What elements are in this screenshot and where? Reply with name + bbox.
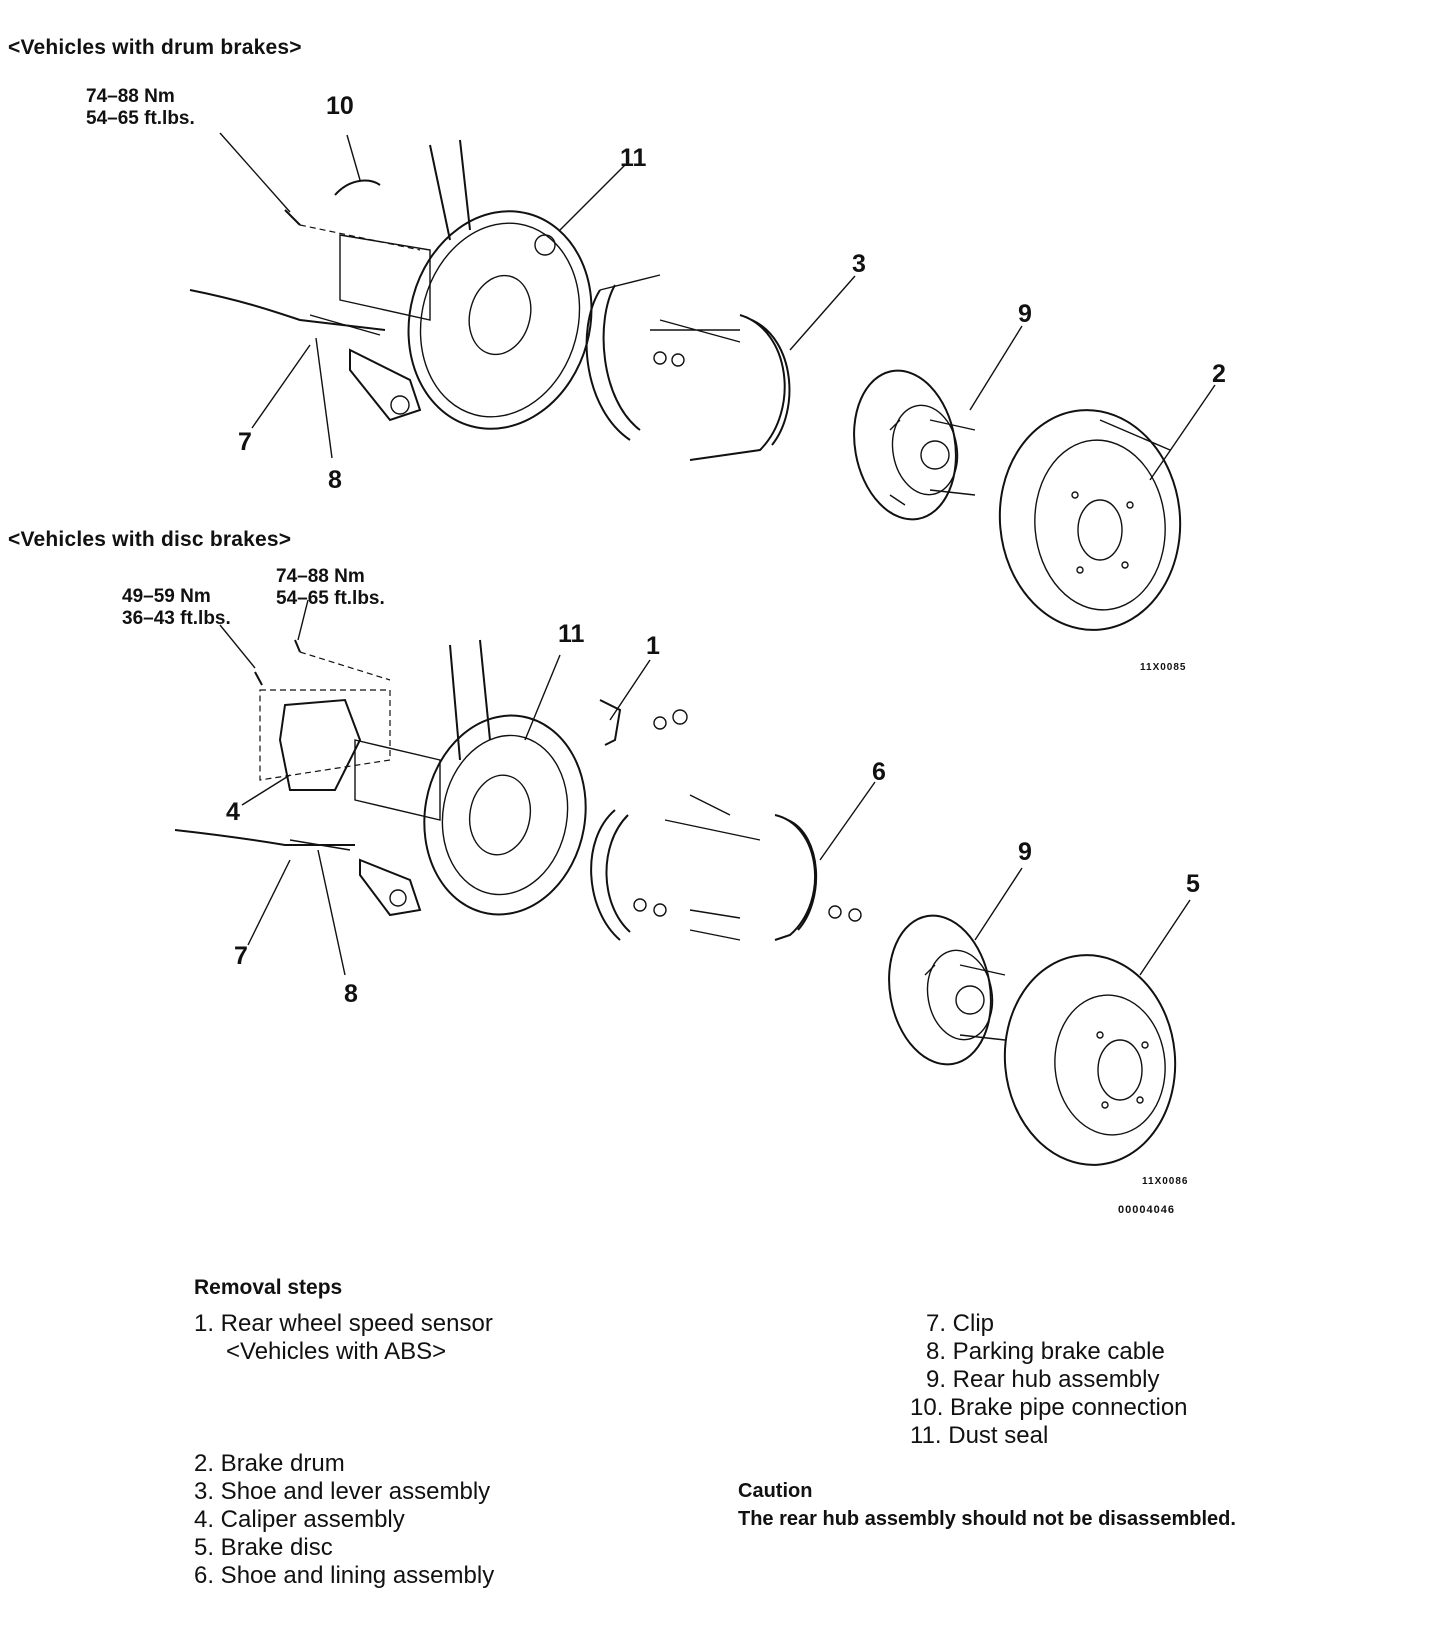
callout-disc-1: 1 [646,632,660,660]
disc-brake-drawing [174,599,1191,1166]
callout-drum-11: 11 [620,144,647,172]
callout-disc-4: 4 [226,798,240,826]
removal-step-5: 5. Brake disc [194,1534,333,1561]
callout-drum-8: 8 [328,466,342,494]
callout-disc-7: 7 [234,942,248,970]
removal-step-10: 10. Brake pipe connection [910,1394,1188,1421]
removal-step-1: 1. Rear wheel speed sensor [194,1310,493,1337]
torque-disc-caliper: 49–59 Nm 36–43 ft.lbs. [122,586,231,630]
removal-steps-title: Removal steps [194,1276,343,1299]
removal-step-11: 11. Dust seal [910,1422,1049,1449]
removal-steps-left: 1. Rear wheel speed sensor <Vehicles wit… [194,1310,494,1590]
torque-disc-hub: 74–88 Nm 54–65 ft.lbs. [276,566,385,610]
removal-step-1-note: <Vehicles with ABS> [226,1338,447,1365]
drum-brake-drawing [189,132,1216,631]
callout-disc-9: 9 [1018,838,1032,866]
removal-step-8: 8. Parking brake cable [926,1338,1165,1365]
torque-drum-hub: 74–88 Nm 54–65 ft.lbs. [86,86,195,130]
disc-brakes-header: <Vehicles with disc brakes> [8,528,292,551]
figure-code-sheet: 00004046 [1118,1204,1175,1216]
callout-disc-6: 6 [872,758,886,786]
removal-step-3: 3. Shoe and lever assembly [194,1478,491,1505]
torque-nm: 74–88 Nm [86,86,175,107]
caution-title: Caution [738,1480,813,1502]
callout-drum-10: 10 [326,92,354,120]
caution-text: The rear hub assembly should not be disa… [738,1508,1236,1530]
callout-disc-8: 8 [344,980,358,1008]
figure-code-disc: 11X0086 [1142,1176,1189,1187]
torque-nm: 74–88 Nm [276,566,365,587]
removal-step-9: 9. Rear hub assembly [926,1366,1160,1393]
torque-ftlbs: 36–43 ft.lbs. [122,608,231,629]
torque-ftlbs: 54–65 ft.lbs. [276,588,385,609]
drum-brakes-header: <Vehicles with drum brakes> [8,36,302,59]
callout-drum-9: 9 [1018,300,1032,328]
removal-step-4: 4. Caliper assembly [194,1506,405,1533]
figure-code-drum: 11X0085 [1140,662,1187,673]
removal-step-2: 2. Brake drum [194,1450,345,1477]
removal-steps-right: 7. Clip 8. Parking brake cable 9. Rear h… [910,1310,1188,1450]
callout-drum-3: 3 [852,250,866,278]
torque-nm: 49–59 Nm [122,586,211,607]
removal-step-7: 7. Clip [926,1310,995,1337]
torque-ftlbs: 54–65 ft.lbs. [86,108,195,129]
callout-disc-11: 11 [558,620,585,648]
removal-step-6: 6. Shoe and lining assembly [194,1562,495,1589]
callout-disc-5: 5 [1186,870,1200,898]
callout-drum-7: 7 [238,428,252,456]
callout-drum-2: 2 [1212,360,1226,388]
